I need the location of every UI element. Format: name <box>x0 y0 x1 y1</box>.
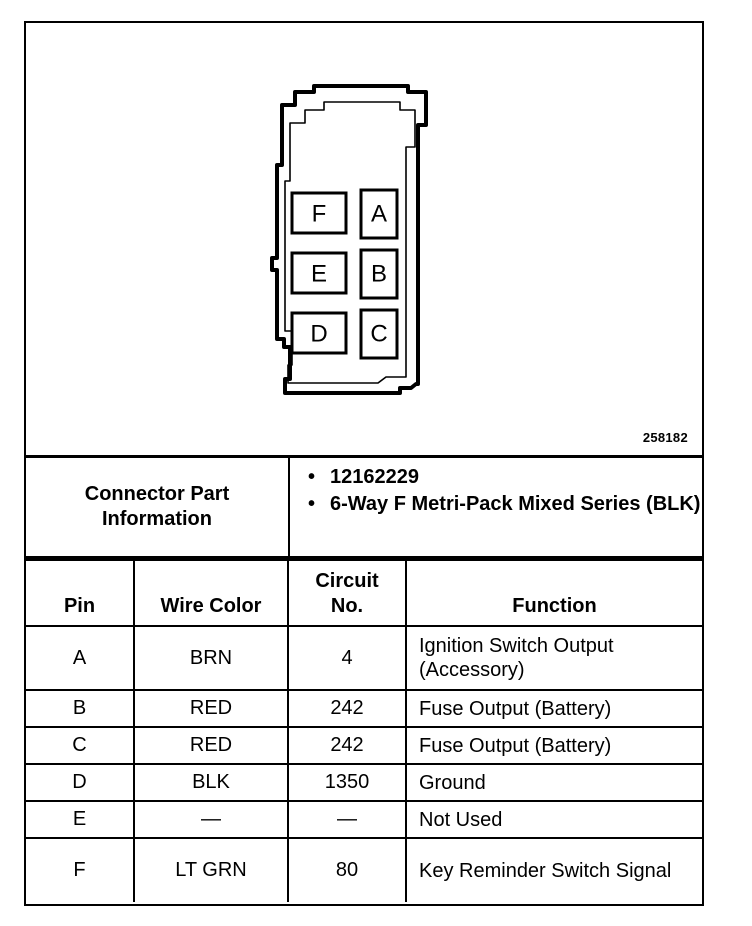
cell-circuit: 242 <box>287 689 407 728</box>
cell-wire-color: BRN <box>133 625 289 691</box>
header-wire-color: Wire Color <box>133 558 289 627</box>
pin-label-E: E <box>311 261 327 288</box>
pin-function-table: Pin Wire Color Circuit No. Function A BR… <box>26 558 702 902</box>
pin-cavity-B <box>359 248 399 300</box>
header-circuit-no: Circuit No. <box>287 558 407 627</box>
pin-cavity-E <box>290 251 348 295</box>
connector-inner-outline <box>284 101 416 384</box>
table-row: C RED 242 Fuse Output (Battery) <box>26 726 702 765</box>
pin-label-A: A <box>371 201 387 228</box>
cell-wire-color: BLK <box>133 763 289 802</box>
cell-wire-color: RED <box>133 726 289 765</box>
table-row: D BLK 1350 Ground <box>26 763 702 802</box>
table-row: A BRN 4 Ignition Switch Output (Accessor… <box>26 625 702 691</box>
connector-sheet: F E D A B C 258182 Connector Part Inform… <box>24 21 704 906</box>
pin-label-B: B <box>371 261 387 288</box>
connector-diagram: F E D A B C 258182 <box>26 23 702 455</box>
pin-label-D: D <box>310 321 327 348</box>
drawing-number: 258182 <box>642 430 688 445</box>
cell-pin: D <box>26 763 135 802</box>
cell-function: Not Used <box>405 800 702 839</box>
table-row: F LT GRN 80 Key Reminder Switch Signal <box>26 837 702 902</box>
table-row: E — — Not Used <box>26 800 702 839</box>
cell-circuit: — <box>287 800 407 839</box>
pin-table-header: Pin Wire Color Circuit No. Function <box>26 558 702 627</box>
cell-pin: C <box>26 726 135 765</box>
connector-info-details: 12162229 6-Way F Metri-Pack Mixed Series… <box>288 455 702 558</box>
pin-cavity-A <box>359 188 399 240</box>
part-number: 12162229 <box>308 464 702 491</box>
cell-function: Fuse Output (Battery) <box>405 726 702 765</box>
cell-pin: F <box>26 837 135 902</box>
cell-circuit: 80 <box>287 837 407 902</box>
cell-function-text: Ignition Switch Output (Accessory) <box>419 635 614 681</box>
connector-face-drawing: F E D A B C <box>270 84 428 395</box>
pin-cavity-D <box>290 311 348 355</box>
cell-circuit: 242 <box>287 726 407 765</box>
connector-info-table: Connector Part Information 12162229 6-Wa… <box>26 455 702 558</box>
cell-wire-color: LT GRN <box>133 837 289 902</box>
cell-wire-color: RED <box>133 689 289 728</box>
cell-function-text: Key Reminder Switch Signal <box>419 859 672 882</box>
cell-function: Key Reminder Switch Signal <box>405 837 702 902</box>
pin-label-C: C <box>370 321 387 348</box>
connector-info-label-text: Connector Part Information <box>84 483 230 530</box>
cell-function: Ground <box>405 763 702 802</box>
connector-info-list: 12162229 6-Way F Metri-Pack Mixed Series… <box>290 464 702 518</box>
connector-description: 6-Way F Metri-Pack Mixed Series (BLK) <box>308 491 702 518</box>
header-circuit-no-text: Circuit No. <box>315 570 379 617</box>
cell-circuit: 1350 <box>287 763 407 802</box>
cell-circuit: 4 <box>287 625 407 691</box>
cell-pin: E <box>26 800 135 839</box>
connector-outline <box>270 84 428 395</box>
connector-info-label: Connector Part Information <box>26 455 290 558</box>
cell-function: Fuse Output (Battery) <box>405 689 702 728</box>
cell-wire-color: — <box>133 800 289 839</box>
pin-cavity-F <box>290 191 348 235</box>
cell-pin: A <box>26 625 135 691</box>
pin-label-F: F <box>312 201 327 228</box>
cell-function: Ignition Switch Output (Accessory) <box>405 625 702 691</box>
cell-pin: B <box>26 689 135 728</box>
pin-cavity-C <box>359 308 399 360</box>
table-row: B RED 242 Fuse Output (Battery) <box>26 689 702 728</box>
header-function: Function <box>405 558 702 627</box>
header-pin: Pin <box>26 558 135 627</box>
